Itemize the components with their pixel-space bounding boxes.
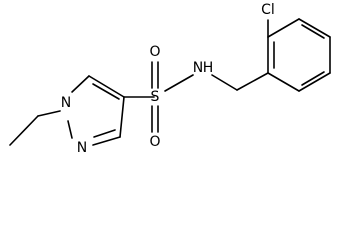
bond-c5-c4-inner [92, 83, 120, 100]
atom-amide-hydrogen: H [203, 60, 214, 76]
bond-c4-c3 [119, 96, 125, 138]
bond-s-n [164, 74, 194, 92]
bond-benz-inner-b [301, 24, 325, 39]
bond-benz-inner-c [301, 71, 325, 86]
bond-ethyl-to-n1 [37, 110, 61, 117]
bond-n1-c5 [71, 75, 90, 93]
bonds [9, 18, 331, 146]
bond-c3-n2-inner [93, 129, 116, 138]
atom-oxygen-top: O [149, 44, 160, 60]
atom-amide-nitrogen: N [193, 60, 203, 76]
atom-chlorine: Cl [261, 2, 275, 18]
atom-sulfur: S [151, 89, 160, 105]
bond-benz-3-4 [298, 18, 331, 38]
bond-benz-5-6 [298, 72, 331, 92]
bond-benz-2-3 [267, 18, 300, 38]
bond-ch2-ring [236, 72, 269, 91]
bond-n2-n1 [67, 120, 73, 139]
bond-n-ch2 [211, 74, 238, 91]
chemical-structure: Cl N H S O O N N [9, 2, 331, 156]
atom-pyrazole-n2: N [77, 140, 87, 156]
bond-c5-c4 [88, 75, 125, 98]
atom-labels: Cl N H S O O N N [61, 2, 275, 156]
bond-ethyl-terminal [9, 115, 39, 146]
bond-benz-6-1 [267, 72, 300, 92]
atom-oxygen-bottom: O [149, 134, 160, 150]
bond-c3-n2 [92, 136, 121, 146]
atom-pyrazole-n1: N [61, 95, 71, 111]
